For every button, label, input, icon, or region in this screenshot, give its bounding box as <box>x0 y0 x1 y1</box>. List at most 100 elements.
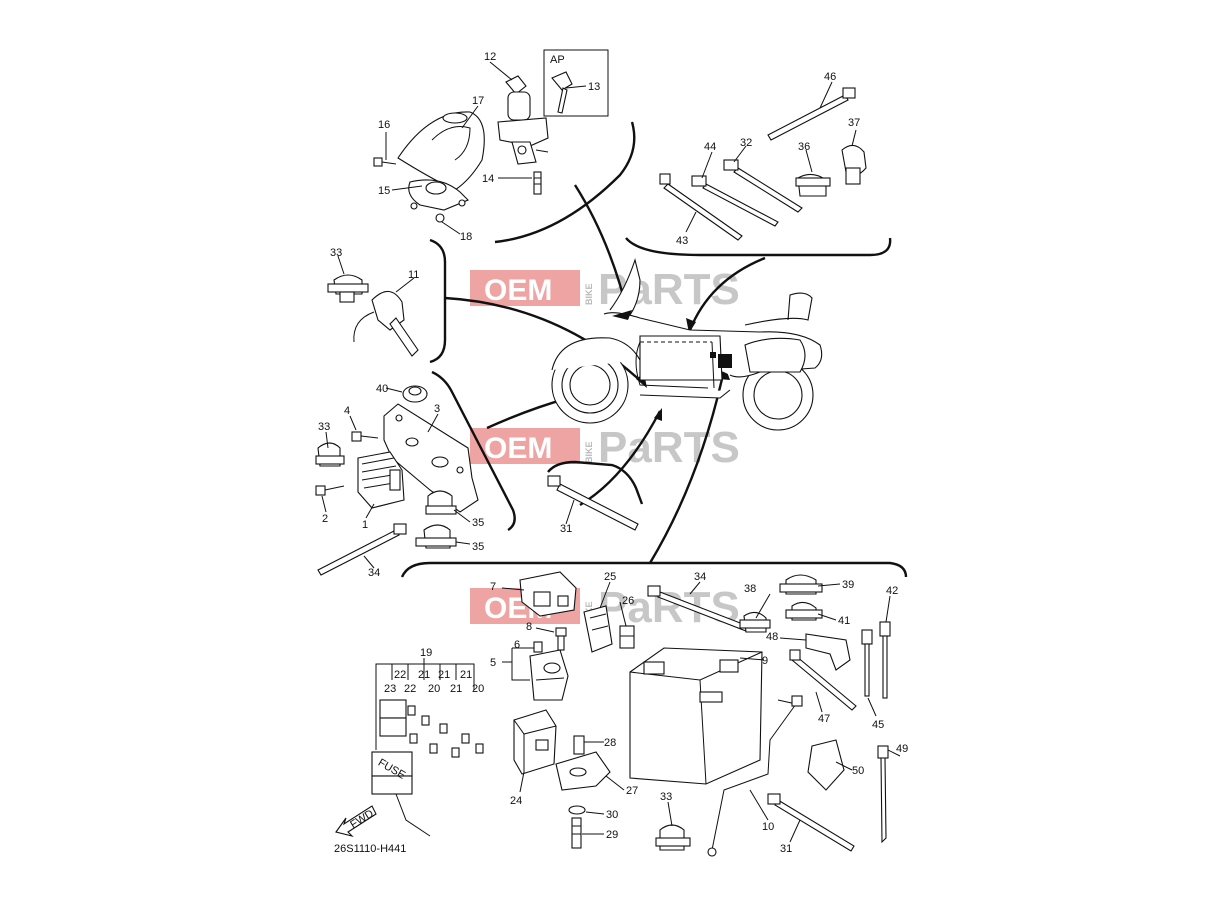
label-part-10: 10 <box>762 821 774 833</box>
label-part-43: 43 <box>676 235 688 247</box>
label-part-33-middle: 33 <box>318 421 330 433</box>
label-part-35-upper: 35 <box>472 517 484 529</box>
label-part-16: 16 <box>378 119 390 131</box>
label-part-4: 4 <box>344 405 350 417</box>
part-16-screw <box>373 157 397 167</box>
label-part-27: 27 <box>626 785 638 797</box>
part-24-flasher <box>513 709 557 775</box>
part-49-cable-tie <box>877 745 889 844</box>
part-38-clamp <box>739 611 771 633</box>
label-part-20-a: 20 <box>428 683 440 695</box>
part-9-battery <box>629 647 763 785</box>
label-part-37: 37 <box>848 117 860 129</box>
label-part-8: 8 <box>526 621 532 633</box>
leader-lines <box>321 61 901 843</box>
part-2-bolt <box>315 485 345 496</box>
bracket-left-middle <box>431 370 516 532</box>
label-part-24: 24 <box>510 795 522 807</box>
label-part-31-center: 31 <box>560 523 572 535</box>
part-50-clamp <box>807 739 845 791</box>
part-33-clamp-bottom <box>655 824 691 851</box>
label-part-23: 23 <box>384 683 396 695</box>
part-14-bolt <box>533 171 542 195</box>
label-part-6: 6 <box>514 639 520 651</box>
watermark-oem-text: OEM <box>484 274 552 307</box>
part-35-clamp-lower <box>415 524 457 549</box>
part-5-starter-relay <box>529 649 569 701</box>
part-23-fuse-box <box>371 699 431 837</box>
part-15-bracket <box>408 179 469 211</box>
part-32-cable-tie <box>723 159 803 213</box>
bracket-top-right <box>625 237 892 257</box>
watermark-bike-text: BIKE <box>584 441 594 463</box>
bracket-top-left <box>494 121 636 244</box>
part-10-battery-cable <box>707 695 803 857</box>
part-39-clamp <box>779 574 823 595</box>
label-part-19: 19 <box>420 647 432 659</box>
label-part-28: 28 <box>604 737 616 749</box>
part-48-clamp <box>805 633 851 671</box>
part-31-cable-tie-bottom <box>767 793 855 852</box>
label-part-35-lower: 35 <box>472 541 484 553</box>
label-part-13: 13 <box>588 81 600 93</box>
label-part-7: 7 <box>490 581 496 593</box>
part-4-bolt <box>351 431 379 442</box>
label-part-21-c: 21 <box>450 683 462 695</box>
label-part-20-b: 20 <box>472 683 484 695</box>
label-part-39: 39 <box>842 579 854 591</box>
label-part-30: 30 <box>606 809 618 821</box>
label-part-34-left: 34 <box>368 567 380 579</box>
label-part-21-d: 21 <box>460 669 472 681</box>
label-part-18: 18 <box>460 231 472 243</box>
part-30-washer <box>568 805 586 815</box>
label-part-36: 36 <box>798 141 810 153</box>
label-part-15: 15 <box>378 185 390 197</box>
part-6-fuse-small <box>533 641 543 653</box>
part-40-collar <box>402 385 428 403</box>
watermark-bike-text: BIKE <box>584 283 594 305</box>
part-36-clamp <box>795 173 831 197</box>
label-part-32: 32 <box>740 137 752 149</box>
label-part-11: 11 <box>408 269 419 281</box>
bracket-center-small <box>547 460 644 505</box>
label-part-12: 12 <box>484 51 496 63</box>
label-part-34-bottom: 34 <box>694 571 706 583</box>
part-25-relay <box>583 605 613 653</box>
part-43-cable-tie <box>659 173 743 241</box>
part-17-cover <box>397 111 485 191</box>
part-34-cable-tie-left <box>317 523 407 576</box>
part-33-clamp-middle <box>315 442 345 467</box>
part-35-clamp-upper <box>425 490 457 515</box>
watermark-parts-text: PaRTS <box>598 423 740 472</box>
watermark-oem-text: OEM <box>484 432 552 465</box>
watermark-parts-text: PaRTS <box>598 583 740 632</box>
label-part-49: 49 <box>896 743 908 755</box>
label-part-14: 14 <box>482 173 494 185</box>
label-part-1: 1 <box>362 519 368 531</box>
part-3-bracket-plate <box>383 403 479 513</box>
part-28-collar <box>573 735 585 755</box>
part-31-cable-tie-center <box>547 475 639 531</box>
part-29-bolt <box>571 817 582 849</box>
part-37-clamp <box>841 144 867 185</box>
label-part-22-b: 22 <box>404 683 416 695</box>
label-part-33-bottom: 33 <box>660 791 672 803</box>
part-33-clamp-upper <box>327 274 369 303</box>
label-part-21-a: 21 <box>418 669 430 681</box>
label-part-50: 50 <box>852 765 864 777</box>
label-part-26: 26 <box>622 595 634 607</box>
part-26-fuse <box>619 625 635 649</box>
label-part-47: 47 <box>818 713 830 725</box>
fuse-small-parts <box>407 705 484 758</box>
drawing-code: 26S1110-H441 <box>334 843 406 855</box>
ap-box: AP <box>543 49 609 117</box>
part-41-clamp <box>785 601 823 621</box>
label-part-42: 42 <box>886 585 898 597</box>
part-12-ignition-switch <box>497 75 549 165</box>
part-47-cable-tie <box>789 649 857 711</box>
label-part-45: 45 <box>872 719 884 731</box>
part-1-rectifier <box>357 451 405 509</box>
part-8-bolt <box>555 627 567 651</box>
part-11-sensor <box>353 290 419 357</box>
